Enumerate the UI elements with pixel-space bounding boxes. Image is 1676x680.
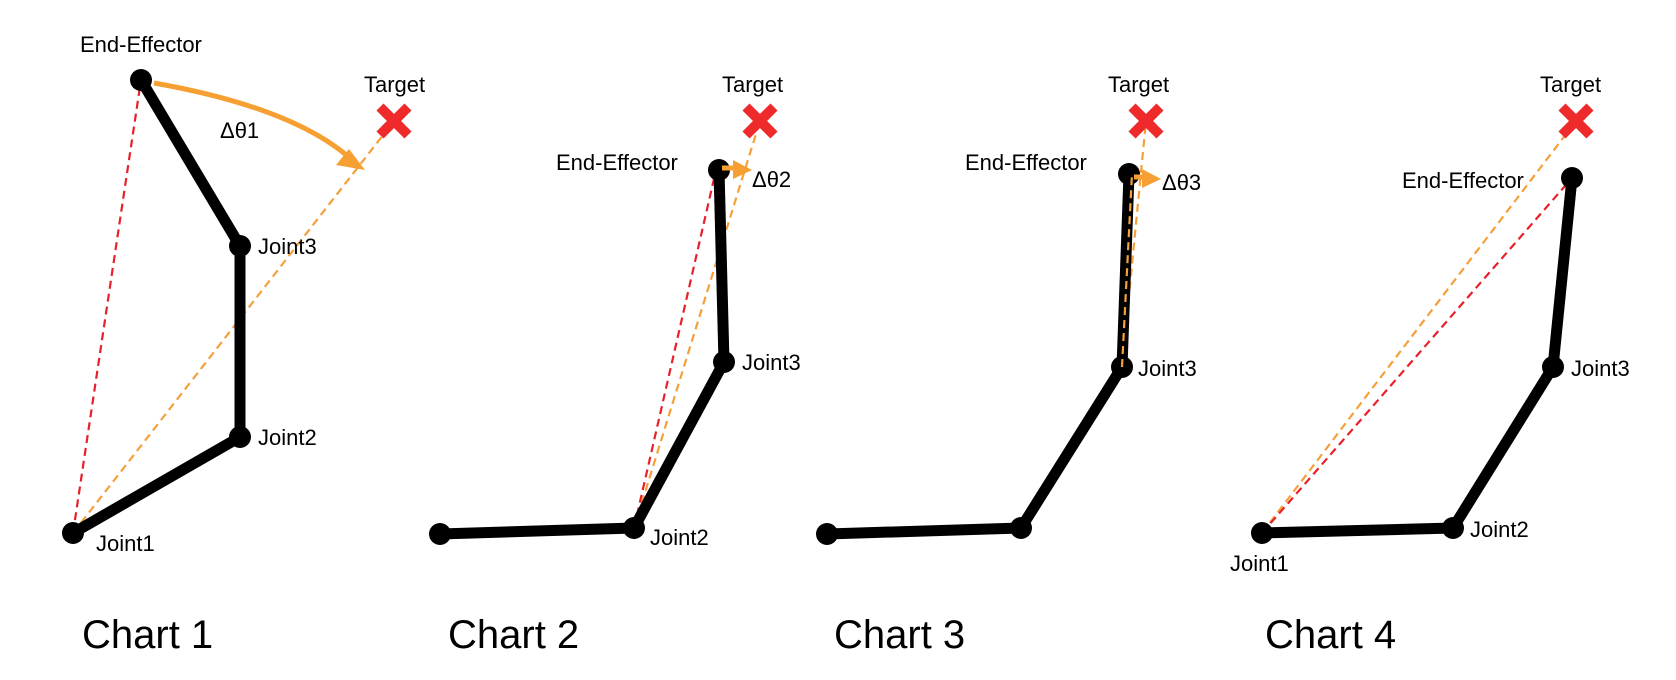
- joint2-label: Joint2: [258, 425, 317, 450]
- joint3-node: [713, 351, 735, 373]
- link-joint1-joint2: [1256, 522, 1459, 539]
- end-effector-label: End-Effector: [1402, 168, 1524, 193]
- cross-mark-icon: [1558, 103, 1594, 139]
- end-effector-line: [632, 169, 718, 529]
- base-node: [429, 523, 451, 545]
- end-effector-line: [1261, 177, 1573, 534]
- joint1-label: Joint1: [1230, 551, 1289, 576]
- link-joint2-joint3: [628, 356, 730, 534]
- end-effector-node: [1561, 167, 1583, 189]
- joint2-label: Joint2: [650, 525, 709, 550]
- end-effector-label: End-Effector: [556, 150, 678, 175]
- link-base-joint2: [821, 522, 1027, 540]
- joint3-node: [1542, 356, 1564, 378]
- delta-theta-label: Δθ1: [220, 118, 259, 143]
- target-line-overlay: [1120, 173, 1134, 368]
- curved-arrow-icon: [722, 160, 752, 179]
- link-joint1-joint2: [67, 431, 246, 539]
- chart-title: Chart 4: [1265, 613, 1396, 657]
- end-effector-label: End-Effector: [965, 150, 1087, 175]
- joint1-node: [62, 522, 84, 544]
- end-effector-label: End-Effector: [80, 32, 202, 57]
- delta-theta-label: Δθ3: [1162, 170, 1201, 195]
- cross-mark-icon: [742, 103, 778, 139]
- target-label: Target: [722, 72, 783, 97]
- target-label: Target: [364, 72, 425, 97]
- joint3-node: [229, 235, 251, 257]
- joint2-node: [1010, 517, 1032, 539]
- joint3-label: Joint3: [742, 350, 801, 375]
- joint1-label: Joint1: [96, 531, 155, 556]
- curved-arrow-icon: [1133, 169, 1161, 188]
- delta-theta-label: Δθ2: [752, 167, 791, 192]
- joint3-label: Joint3: [1571, 356, 1630, 381]
- joint2-node: [229, 426, 251, 448]
- chart-2: Target End-Effector Δθ2 Joint3 Joint2 Ch…: [429, 72, 801, 657]
- chart-title: Chart 2: [448, 613, 579, 657]
- link-joint2-joint3: [1015, 361, 1128, 534]
- target-line: [1261, 120, 1577, 534]
- chart-title: Chart 1: [82, 613, 213, 657]
- chart-3: Target End-Effector Δθ3 Joint3 Chart 3: [816, 72, 1201, 657]
- end-effector-line: [71, 79, 143, 534]
- joint1-node: [1251, 522, 1273, 544]
- base-node: [816, 523, 838, 545]
- joint2-node: [623, 517, 645, 539]
- chart-4: Target End-Effector Joint3 Joint2 Joint1…: [1230, 72, 1630, 657]
- joint3-label: Joint3: [258, 234, 317, 259]
- end-effector-node: [1118, 163, 1140, 185]
- target-label: Target: [1108, 72, 1169, 97]
- curved-arrow-icon: [153, 80, 365, 170]
- chart-title: Chart 3: [834, 613, 965, 657]
- link-joint2-joint3: [1447, 361, 1559, 534]
- chart-1: End-Effector Target Δθ1 Joint3 Joint2 Jo…: [62, 32, 425, 657]
- link-base-joint2: [434, 522, 640, 540]
- target-line: [72, 120, 395, 534]
- joint2-node: [1442, 517, 1464, 539]
- cross-mark-icon: [1128, 103, 1164, 139]
- target-label: Target: [1540, 72, 1601, 97]
- end-effector-node: [130, 69, 152, 91]
- link-joint3-end-effector: [713, 164, 730, 368]
- link-joint3-end-effector: [135, 74, 246, 252]
- joint3-label: Joint3: [1138, 356, 1197, 381]
- end-effector-node: [708, 159, 730, 181]
- cross-mark-icon: [376, 103, 412, 139]
- target-line: [632, 120, 762, 529]
- link-joint3-end-effector: [1547, 172, 1578, 373]
- joint2-label: Joint2: [1470, 517, 1529, 542]
